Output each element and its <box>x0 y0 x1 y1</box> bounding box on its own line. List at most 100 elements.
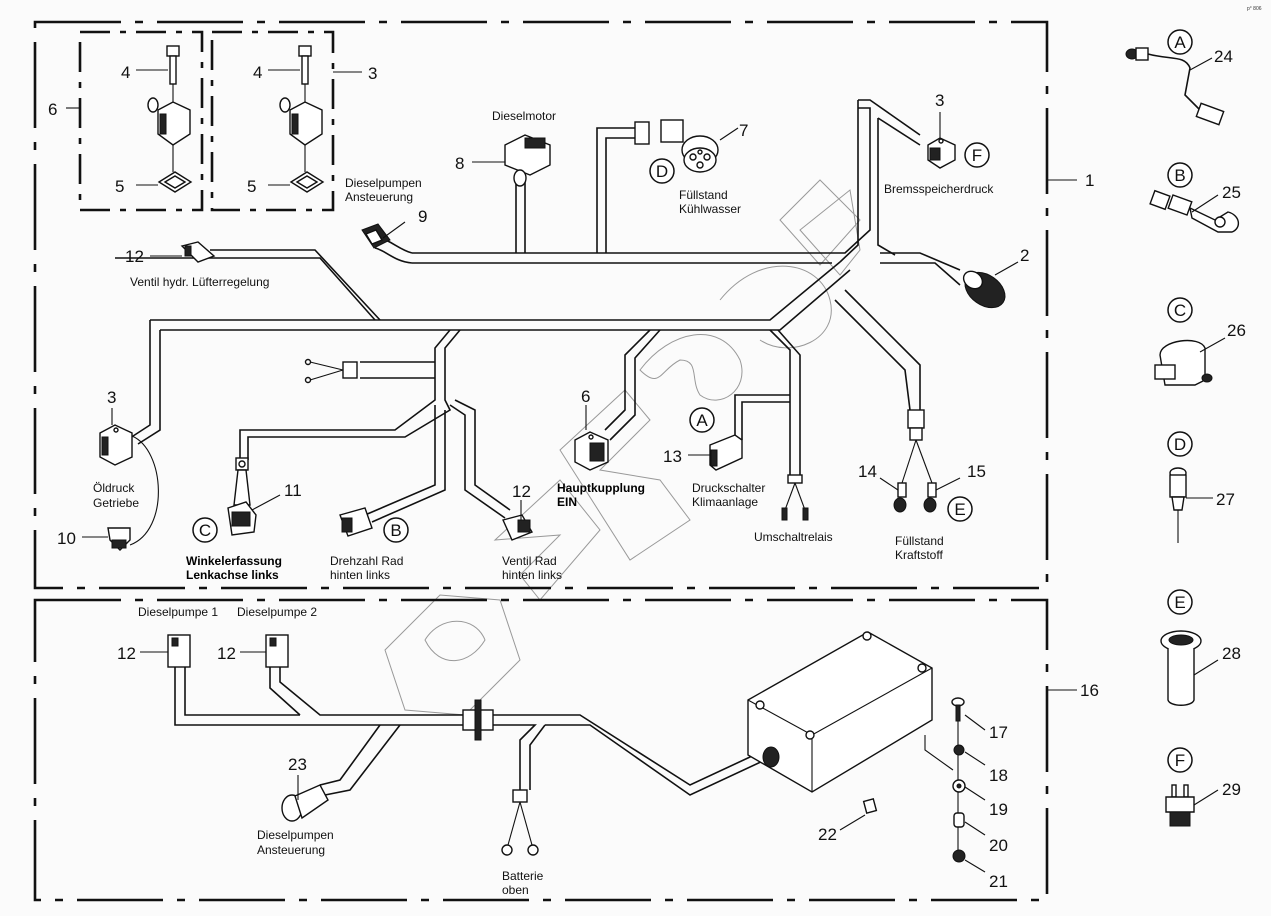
sensor-29 <box>1165 784 1219 827</box>
callout-assembly-16: 16 <box>1080 681 1099 700</box>
label-dp-ansteuerung-2: Ansteuerung <box>257 843 325 857</box>
doc-code: p° 806 <box>1247 6 1262 12</box>
label-batterie-1: Batterie <box>502 869 544 883</box>
label-dieselpumpen-1: Dieselpumpen <box>345 176 422 190</box>
callout-25: 25 <box>1222 183 1241 202</box>
svg-text:C: C <box>1174 301 1186 320</box>
label-oeldruck-2: Getriebe <box>93 496 139 510</box>
insert-box-right <box>210 30 335 212</box>
callout-18: 18 <box>989 766 1008 785</box>
lower-assembly-frame <box>33 598 1049 902</box>
sensor-letter-a: A <box>1167 29 1193 55</box>
svg-text:A: A <box>696 411 708 430</box>
callout-22: 22 <box>818 825 837 844</box>
connector-12-dieselpumpe-2 <box>265 634 289 668</box>
label-fuellstand-kw-1: Füllstand <box>679 188 728 202</box>
solenoid-connector-right <box>268 45 325 193</box>
callout-23: 23 <box>288 755 307 774</box>
callout-12-luefter: 12 <box>125 247 144 266</box>
callout-7: 7 <box>739 121 748 140</box>
callout-bolt-right: 4 <box>253 63 262 82</box>
callout-28: 28 <box>1222 644 1241 663</box>
connector-2-round <box>962 270 1006 309</box>
sensor-letter-e: E <box>1167 589 1193 615</box>
svg-text:C: C <box>199 521 211 540</box>
callout-24: 24 <box>1214 47 1233 66</box>
connector-3-bremsspeicher <box>927 137 956 169</box>
callout-27: 27 <box>1216 490 1235 509</box>
insert-box-left <box>78 30 204 212</box>
fuel-terminals <box>893 439 937 513</box>
svg-text:F: F <box>1175 751 1185 770</box>
callout-9: 9 <box>418 207 427 226</box>
connector-11-winkel <box>227 457 257 536</box>
svg-text:B: B <box>390 521 401 540</box>
label-dp-ansteuerung-1: Dieselpumpen <box>257 828 334 842</box>
sensor-10-oeldruck <box>107 435 159 551</box>
ref-letter-f: F <box>964 142 990 168</box>
label-dieselmotor: Dieselmotor <box>492 109 556 123</box>
label-batterie-2: oben <box>502 883 529 897</box>
callout-assembly-1: 1 <box>1085 171 1094 190</box>
svg-text:A: A <box>1174 33 1186 52</box>
sensor-24 <box>1125 47 1225 126</box>
connector-drehzahl <box>339 507 373 537</box>
callout-3-brems: 3 <box>935 91 944 110</box>
connector-3-oeldruck <box>99 424 133 466</box>
label-ventil-luefter: Ventil hydr. Lüfterregelung <box>130 275 269 289</box>
label-ventil-rad-1: Ventil Rad <box>502 554 557 568</box>
callout-assembly-3: 3 <box>368 64 377 83</box>
label-bremsspeicherdruck: Bremsspeicherdruck <box>884 182 994 196</box>
callout-21: 21 <box>989 872 1008 891</box>
callout-26: 26 <box>1227 321 1246 340</box>
ref-letter-c: C <box>192 517 218 543</box>
callout-2: 2 <box>1020 246 1029 265</box>
svg-text:E: E <box>954 500 965 519</box>
lower-leader-lines <box>140 651 1077 873</box>
sensor-26 <box>1154 337 1226 386</box>
label-fuellstand-ks-2: Kraftstoff <box>895 548 943 562</box>
upper-leader-lines <box>82 112 1077 538</box>
label-ventil-rad-2: hinten links <box>502 568 562 582</box>
fastener-stack-17-21 <box>951 697 966 863</box>
callout-gasket-right: 5 <box>247 177 256 196</box>
label-oeldruck-1: Öldruck <box>93 481 135 495</box>
upper-assembly-frame <box>33 20 1049 590</box>
ref-letter-d: D <box>649 158 675 184</box>
svg-text:D: D <box>656 162 668 181</box>
connector-6-hauptkupplung <box>574 431 609 471</box>
callout-10: 10 <box>57 529 76 548</box>
callout-13: 13 <box>663 447 682 466</box>
lower-harness <box>174 665 766 856</box>
sensor-letter-d: D <box>1167 431 1193 457</box>
connector-7-kuehlwasser <box>634 119 719 173</box>
label-umschaltrelais: Umschaltrelais <box>754 530 833 544</box>
connector-23 <box>281 784 329 822</box>
relay-terminals <box>781 474 809 521</box>
label-druckschalter-1: Druckschalter <box>692 481 765 495</box>
ref-letter-e: E <box>947 496 973 522</box>
connector-12-luefter <box>180 241 216 263</box>
label-dieselpumpe-1: Dieselpumpe 1 <box>138 605 218 619</box>
label-druckschalter-2: Klimaanlage <box>692 495 758 509</box>
sensor-27 <box>1169 467 1213 543</box>
callout-6-haupt: 6 <box>581 387 590 406</box>
unused-wires-terminals <box>304 358 358 384</box>
callout-29: 29 <box>1222 780 1241 799</box>
callout-bolt-left: 4 <box>121 63 130 82</box>
sensor-letter-f: F <box>1167 747 1193 773</box>
callout-17: 17 <box>989 723 1008 742</box>
fuse-22 <box>862 798 878 814</box>
label-dieselpumpen-2: Ansteuerung <box>345 190 413 204</box>
connector-12-dieselpumpe-1 <box>167 634 191 668</box>
sensor-letter-b: B <box>1167 162 1193 188</box>
label-hauptkupplung-2: EIN <box>557 495 577 509</box>
ref-letter-b: B <box>383 517 409 543</box>
svg-text:D: D <box>1174 435 1186 454</box>
sensor-28 <box>1160 630 1219 706</box>
connector-9 <box>361 223 391 249</box>
label-fuellstand-ks-1: Füllstand <box>895 534 944 548</box>
callout-8: 8 <box>455 154 464 173</box>
